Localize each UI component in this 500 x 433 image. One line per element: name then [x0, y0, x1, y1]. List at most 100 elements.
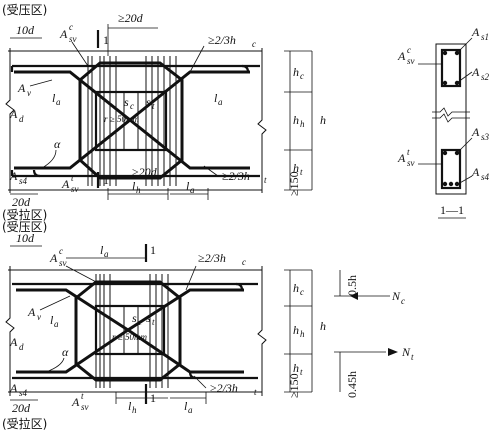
svg-text:t: t — [300, 367, 303, 377]
nc-arrow — [350, 292, 358, 300]
right-break-line-2 — [257, 266, 267, 396]
svg-text:h: h — [132, 405, 137, 415]
svg-text:h: h — [136, 185, 141, 195]
svg-text:a: a — [188, 405, 193, 415]
svg-text:t: t — [152, 101, 155, 111]
label-st-2: s — [146, 311, 151, 325]
svg-text:a: a — [54, 319, 59, 329]
label-sc: s — [124, 95, 129, 109]
svg-text:d: d — [19, 342, 24, 352]
label-alpha-2: α — [62, 345, 69, 359]
svg-text:sv: sv — [71, 184, 79, 194]
label-as4-2: A — [9, 381, 18, 395]
dim-ht: h — [293, 161, 299, 175]
svg-text:s3: s3 — [481, 132, 490, 142]
svg-text:a: a — [190, 185, 195, 195]
dim-150: ≥150 — [287, 171, 301, 196]
mid-zone-label: (受拉区) — [2, 207, 47, 222]
svg-text:h: h — [300, 329, 305, 339]
bottom-view: (受拉区) (受压区) 10d — [2, 207, 414, 431]
bottom-zone-label: (受拉区) — [2, 416, 47, 431]
svg-text:s1: s1 — [481, 32, 489, 42]
svg-text:sv: sv — [69, 34, 77, 44]
dim-20d-top: ≥20d — [118, 11, 144, 25]
svg-text:c: c — [242, 257, 246, 267]
dim-hc: h — [293, 65, 299, 79]
svg-text:t: t — [81, 391, 84, 401]
label-radius: r ≥ 50mm — [104, 114, 139, 124]
dim-h: h — [320, 113, 326, 127]
section-title: 1—1 — [440, 203, 464, 217]
right-break-line — [257, 48, 267, 193]
svg-text:h: h — [300, 119, 305, 129]
label-lh: l — [132, 179, 136, 193]
svg-text:c: c — [300, 71, 304, 81]
svg-text:sv: sv — [81, 402, 89, 412]
label-st: s — [146, 95, 151, 109]
dim-2-3ht-2: ≥2/3h — [210, 381, 238, 395]
dim-hh-2: h — [293, 323, 299, 337]
svg-text:sv: sv — [59, 258, 67, 268]
hole-frame — [94, 90, 168, 152]
svg-text:c: c — [59, 246, 63, 256]
svg-text:sv: sv — [407, 56, 415, 66]
label-radius-2: r ≥ 50mm — [112, 332, 147, 342]
top-zone-label: (受压区) — [2, 3, 47, 17]
label-as4: A — [9, 169, 18, 183]
label-la-top: l — [100, 243, 104, 257]
label-la-left: l — [52, 91, 56, 105]
label-asv-c-section: A — [397, 49, 406, 63]
label-asv-c: A — [59, 27, 68, 41]
label-ad: A — [9, 107, 18, 121]
label-nt: N — [401, 345, 411, 359]
top-view: (受压区) — [2, 3, 326, 209]
svg-text:t: t — [264, 175, 267, 185]
svg-text:t: t — [407, 147, 410, 157]
label-nc: N — [391, 289, 401, 303]
svg-text:a: a — [218, 97, 223, 107]
label-la-bottom: l — [186, 179, 190, 193]
svg-text:t: t — [411, 352, 414, 362]
label-lh-2: l — [128, 399, 132, 413]
dim-ht-2: h — [293, 361, 299, 375]
label-av-2: A — [27, 305, 36, 319]
svg-text:s4: s4 — [19, 388, 28, 398]
label-asv-t-2: A — [71, 395, 80, 409]
dim-hc-2: h — [293, 281, 299, 295]
left-break-line — [5, 48, 15, 193]
section-mark-top-2: 1 — [150, 243, 156, 257]
dim-20d-2: 20d — [12, 401, 31, 415]
octagon-bar — [78, 61, 184, 180]
section-top-stirrup — [440, 48, 462, 88]
svg-text:t: t — [71, 173, 74, 183]
label-alpha: α — [54, 137, 61, 151]
svg-text:v: v — [27, 88, 31, 98]
svg-text:t: t — [254, 387, 257, 397]
label-as2: A — [471, 65, 480, 79]
stirrups-top — [87, 56, 177, 186]
dim-hh: h — [293, 113, 299, 127]
svg-text:t: t — [300, 167, 303, 177]
section-1-1: A s1 A s2 A s3 A s4 A sv c A sv t 1—1 — [397, 25, 490, 219]
label-la-left-2: l — [50, 313, 54, 327]
label-ad-2: A — [9, 335, 18, 349]
octagon-bar-2 — [74, 280, 182, 382]
svg-text:t: t — [152, 317, 155, 327]
bottom-view-zone-label-top: (受压区) — [2, 220, 47, 234]
dim-10d: 10d — [16, 23, 35, 37]
label-la-bottom-2: l — [184, 399, 188, 413]
svg-text:c: c — [401, 296, 405, 306]
svg-text:v: v — [37, 312, 41, 322]
svg-text:s4: s4 — [19, 176, 28, 186]
nt-arrow — [388, 348, 398, 356]
svg-text:c: c — [69, 22, 73, 32]
label-la-right: l — [214, 91, 218, 105]
svg-text:c: c — [130, 101, 134, 111]
label-sc-2: s — [132, 311, 137, 325]
stirrups-bottom — [95, 274, 169, 388]
svg-text:c: c — [300, 287, 304, 297]
label-asv-c-2: A — [49, 251, 58, 265]
label-av: A — [17, 81, 26, 95]
label-as1: A — [471, 25, 480, 39]
